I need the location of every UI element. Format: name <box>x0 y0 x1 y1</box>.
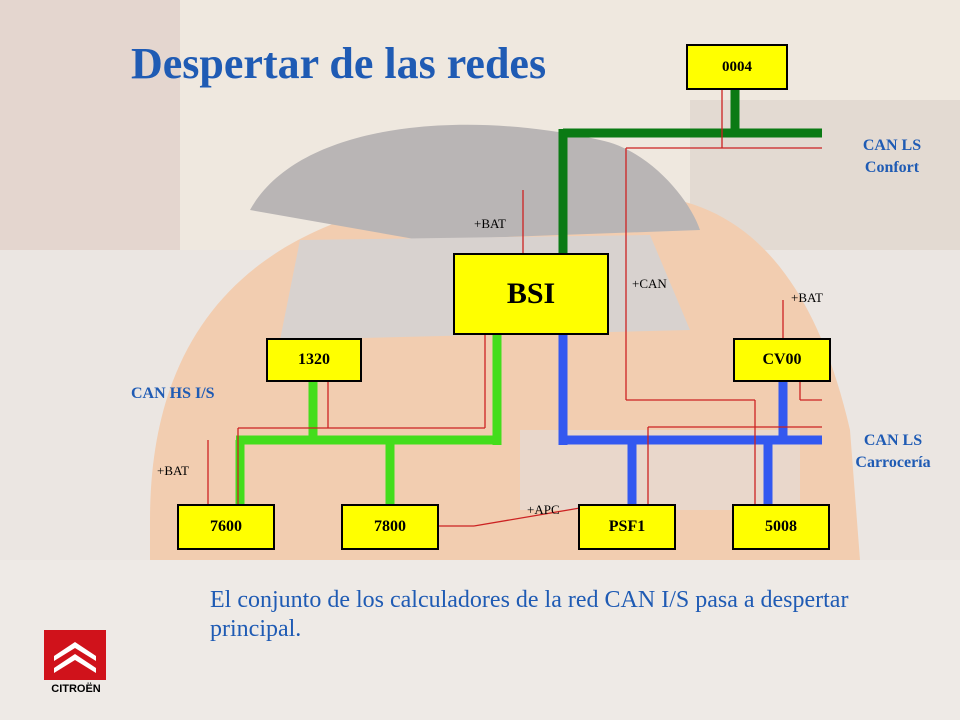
label-can-ls-carroceria-line2: Carrocería <box>855 454 931 471</box>
label-can-ls-carroceria: CAN LS Carrocería <box>838 430 948 474</box>
label-can-ls-confort: CAN LS Confort <box>842 135 942 179</box>
node-cv00: CV00 <box>733 338 831 382</box>
page-title: Despertar de las redes <box>131 39 547 88</box>
node-psf1: PSF1 <box>578 504 676 550</box>
node-bsi: BSI <box>453 253 609 335</box>
wire-label-apc: +APC <box>527 502 560 517</box>
label-can-ls-confort-line2: Confort <box>864 159 920 176</box>
node-0004: 0004 <box>686 44 788 90</box>
wire-label-bat-7600: +BAT <box>157 463 189 478</box>
power-wires <box>207 88 822 527</box>
citroen-chevrons-icon <box>44 630 106 680</box>
citroen-logo: CITROËN <box>38 630 114 702</box>
label-can-ls-confort-line1: CAN LS <box>862 137 922 154</box>
label-can-ls-carroceria-line1: CAN LS <box>863 432 923 449</box>
node-7800: 7800 <box>341 504 439 550</box>
wire-label-bat-cv00: +BAT <box>791 290 823 305</box>
brand-wordmark: CITROËN <box>51 683 101 695</box>
description-text: El conjunto de los calculadores de la re… <box>210 587 849 642</box>
wire-label-bat-bsi: +BAT <box>474 216 506 231</box>
can-ls-carroceria-bus <box>558 333 822 506</box>
node-7600: 7600 <box>177 504 275 550</box>
can-ls-confort-bus <box>558 88 822 255</box>
node-5008: 5008 <box>732 504 830 550</box>
node-1320: 1320 <box>266 338 362 382</box>
label-can-hs-is: CAN HS I/S <box>131 385 215 402</box>
can-hs-is-bus <box>235 333 502 506</box>
wire-label-can: +CAN <box>632 276 667 291</box>
